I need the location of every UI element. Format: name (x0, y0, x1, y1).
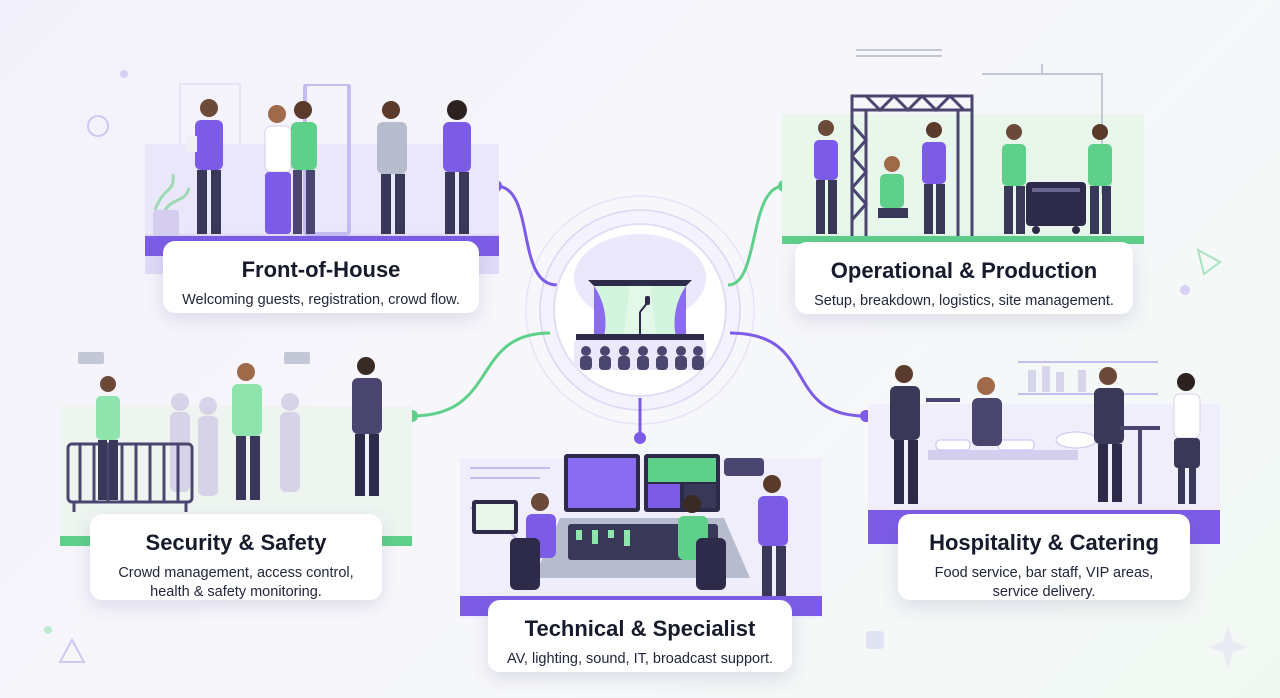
connector-operational (727, 184, 785, 287)
control-room-crew-illustration (460, 454, 822, 618)
card-title: Front-of-House (241, 257, 401, 282)
decor-sparkle (1208, 626, 1248, 668)
card-description: AV, lighting, sound, IT, broadcast suppo… (507, 651, 773, 667)
video-monitors (472, 454, 720, 534)
decor-triangle (1196, 248, 1222, 276)
card-security-safety: Security & Safety Crowd management, acce… (90, 514, 382, 600)
decor-dot (44, 626, 52, 634)
card-title: Technical & Specialist (524, 616, 756, 641)
high-table (1120, 426, 1160, 504)
guard-figure (232, 363, 262, 500)
bartender-figure (972, 377, 1002, 446)
decor-ring (87, 115, 109, 137)
buffet-table (928, 431, 1097, 460)
operator-figure (510, 493, 556, 590)
card-title: Hospitality & Catering (929, 530, 1159, 555)
crew-figure (878, 156, 908, 218)
card-technical-specialist: Technical & Specialist AV, lighting, sou… (488, 600, 792, 672)
guest-figure (443, 100, 471, 234)
decor-dot (120, 70, 128, 78)
crew-figure (1002, 124, 1026, 234)
connector-security (411, 331, 551, 418)
connector-node (634, 432, 646, 444)
card-title: Operational & Production (830, 258, 1098, 283)
stage-with-microphone-and-audience-icon (553, 223, 727, 397)
guest-figure (1094, 367, 1124, 502)
guard-figure (96, 376, 120, 500)
card-front-of-house: Front-of-House Welcoming guests, registr… (163, 241, 479, 313)
connector-front-of-house (495, 184, 558, 287)
card-operational-production: Operational & Production Setup, breakdow… (795, 242, 1133, 314)
card-description: Welcoming guests, registration, crowd fl… (182, 292, 460, 308)
crowd-barrier (66, 442, 194, 512)
crew-figure (814, 120, 838, 234)
guest-figure (185, 99, 223, 234)
decor-dot (1180, 285, 1190, 295)
truss-structure (850, 93, 974, 236)
card-hospitality-catering: Hospitality & Catering Food service, bar… (898, 514, 1190, 600)
operator-figure (678, 495, 726, 590)
crew-figure (922, 122, 946, 234)
connector-hospitality (729, 331, 867, 418)
card-description: Food service, bar staff, VIP areas, serv… (934, 565, 1154, 600)
camera-operator-figure (724, 458, 788, 596)
card-title: Security & Safety (145, 530, 327, 555)
decor-square (866, 631, 884, 649)
truss-construction-crew-illustration (782, 49, 1144, 244)
card-description: Setup, breakdown, logistics, site manage… (814, 293, 1114, 309)
guest-figure (264, 105, 292, 234)
guard-figure (352, 357, 382, 496)
card-description: Crowd management, access control, health… (118, 565, 354, 600)
road-case (1026, 182, 1086, 234)
waiter-figure (890, 365, 960, 504)
decor-triangle (58, 637, 86, 663)
guest-figure (1173, 373, 1201, 504)
guest-figure (377, 101, 407, 234)
cctv-camera (78, 352, 310, 364)
guest-figure (291, 101, 317, 234)
crew-figure (1088, 124, 1112, 234)
